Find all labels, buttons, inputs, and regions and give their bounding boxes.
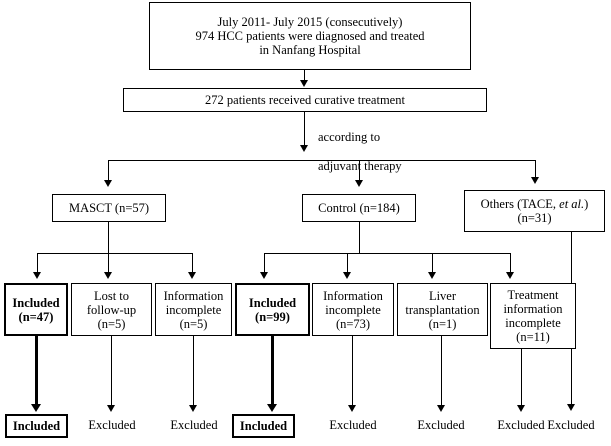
fanout-drop-liver-transplant xyxy=(432,253,433,274)
arrow-others-to-excluded xyxy=(567,404,575,411)
outcome-2-line-2: incomplete xyxy=(165,302,222,317)
cohort-line-3: in Nanfang Hospital xyxy=(259,43,361,57)
arrow-to-info-incomplete-5 xyxy=(188,272,196,279)
split-criterion-label: according to adjuvant therapy xyxy=(318,116,468,188)
connector-masct-down xyxy=(108,222,109,253)
arrow-to-masct xyxy=(104,180,112,187)
arrow-to-included-47 xyxy=(33,272,41,279)
connector-info73-down xyxy=(352,336,353,408)
connector-info5-down xyxy=(193,336,194,408)
arrow-liver-final xyxy=(437,405,445,412)
box-final-included-masct: Included xyxy=(5,414,68,438)
box-outcome-treatment-information-incomplete: Treatment information incomplete (n=11) xyxy=(490,283,576,349)
fanout-drop-treatment-info xyxy=(510,253,511,274)
box-outcome-liver-transplantation: Liver transplantation (n=1) xyxy=(397,283,488,336)
cohort-line-1: July 2011- July 2015 (consecutively) xyxy=(217,15,403,29)
connector-curative-to-split xyxy=(304,112,305,147)
split-label-line-2: adjuvant therapy xyxy=(318,159,402,174)
outcome-5-line-2: transplantation xyxy=(405,302,480,317)
arrow-info73-final xyxy=(348,405,356,412)
split-drop-others xyxy=(535,160,536,179)
arrow-to-control xyxy=(355,180,363,187)
connector-liver-down xyxy=(441,336,442,408)
arrow-to-treatment-info xyxy=(506,272,514,279)
fanout-drop-info-incomplete-5 xyxy=(192,253,193,274)
outcome-4-line-2: incomplete xyxy=(325,302,381,317)
split-label-line-1: according to xyxy=(318,130,381,145)
fanout-drop-included-47 xyxy=(37,253,38,274)
cohort-line-2: 974 HCC patients were diagnosed and trea… xyxy=(195,29,425,43)
outcome-2-line-1: Information xyxy=(163,288,224,303)
arrow-included47-final xyxy=(31,404,41,412)
group-others-italic: et al. xyxy=(559,197,585,211)
box-cohort: July 2011- July 2015 (consecutively) 974… xyxy=(149,2,471,70)
arrow-to-others xyxy=(531,177,539,184)
box-final-included-control: Included xyxy=(232,414,295,438)
box-outcome-lost-to-followup: Lost to follow-up (n=5) xyxy=(71,283,152,336)
outcome-1-line-3: (n=5) xyxy=(97,316,126,331)
connector-treatinfo-down xyxy=(521,349,522,408)
outcome-4-line-3: (n=73) xyxy=(335,316,371,331)
arrow-lost-followup-final xyxy=(107,405,115,412)
arrow-info5-final xyxy=(189,405,197,412)
group-others-line-2: (n=31) xyxy=(517,211,552,225)
final-excluded-1: Excluded xyxy=(88,418,136,432)
arrow-curative-to-split xyxy=(300,145,308,152)
outcome-6-line-4: (n=11) xyxy=(516,330,550,344)
box-outcome-information-incomplete-73: Information incomplete (n=73) xyxy=(312,283,394,336)
outcome-6-line-1: Treatment xyxy=(507,288,559,302)
arrow-to-lost-followup xyxy=(104,272,112,279)
final-excluded-2: Excluded xyxy=(170,418,218,432)
box-group-masct: MASCT (n=57) xyxy=(52,194,166,222)
arrow-to-included-99 xyxy=(260,272,268,279)
fanout-drop-lost-followup xyxy=(108,253,109,274)
final-excluded-5: Excluded xyxy=(417,418,465,432)
box-group-control: Control (n=184) xyxy=(302,194,416,222)
final-excluded-4: Excluded xyxy=(329,418,377,432)
box-group-others: Others (TACE, et al.) (n=31) xyxy=(464,190,605,232)
outcome-5-line-1: Liver xyxy=(428,288,457,303)
group-others-line-1: Others (TACE, et al.) xyxy=(480,197,589,211)
final-excluded-6: Excluded xyxy=(497,418,545,432)
group-control-text: Control (n=184) xyxy=(318,201,400,215)
outcome-3-line-2: (n=99) xyxy=(255,309,290,324)
connector-lost-followup-down xyxy=(111,336,112,408)
outcome-1-line-1: Lost to xyxy=(93,288,130,303)
connector-control-down xyxy=(359,222,360,253)
connector-included99-down xyxy=(271,336,274,408)
split-bar-groups xyxy=(108,160,536,161)
box-curative-treatment: 272 patients received curative treatment xyxy=(123,88,487,112)
outcome-3-line-1: Included xyxy=(248,295,297,310)
group-masct-text: MASCT (n=57) xyxy=(68,201,150,215)
final-excluded-7: Excluded xyxy=(547,418,595,432)
outcome-1-line-2: follow-up xyxy=(86,302,137,317)
outcome-0-line-1: Included xyxy=(12,295,60,310)
arrow-to-liver-transplant xyxy=(428,272,436,279)
connector-included47-down xyxy=(35,336,38,408)
connector-cohort-to-curative xyxy=(304,70,305,82)
box-outcome-included-99: Included (n=99) xyxy=(235,283,310,336)
outcome-6-line-3: incomplete xyxy=(505,316,561,330)
fanout-bar-masct xyxy=(37,253,193,254)
split-drop-masct xyxy=(108,160,109,182)
curative-text: 272 patients received curative treatment xyxy=(205,93,405,107)
outcome-2-line-3: (n=5) xyxy=(179,316,208,331)
box-outcome-information-incomplete-5: Information incomplete (n=5) xyxy=(155,283,232,336)
arrow-included99-final xyxy=(267,404,277,412)
outcome-4-line-1: Information xyxy=(323,288,383,303)
split-drop-control xyxy=(359,160,360,182)
fanout-drop-included-99 xyxy=(264,253,265,274)
arrow-to-info-incomplete-73 xyxy=(343,272,351,279)
arrow-cohort-to-curative xyxy=(300,80,308,87)
box-outcome-included-47: Included (n=47) xyxy=(4,283,68,336)
outcome-6-line-2: information xyxy=(503,302,563,316)
final-0-text: Included xyxy=(12,419,61,433)
fanout-drop-info-incomplete-73 xyxy=(347,253,348,274)
fanout-bar-control xyxy=(264,253,511,254)
outcome-0-line-2: (n=47) xyxy=(18,309,54,324)
final-3-text: Included xyxy=(239,419,288,433)
arrow-treatinfo-final xyxy=(517,405,525,412)
outcome-5-line-3: (n=1) xyxy=(428,316,457,331)
